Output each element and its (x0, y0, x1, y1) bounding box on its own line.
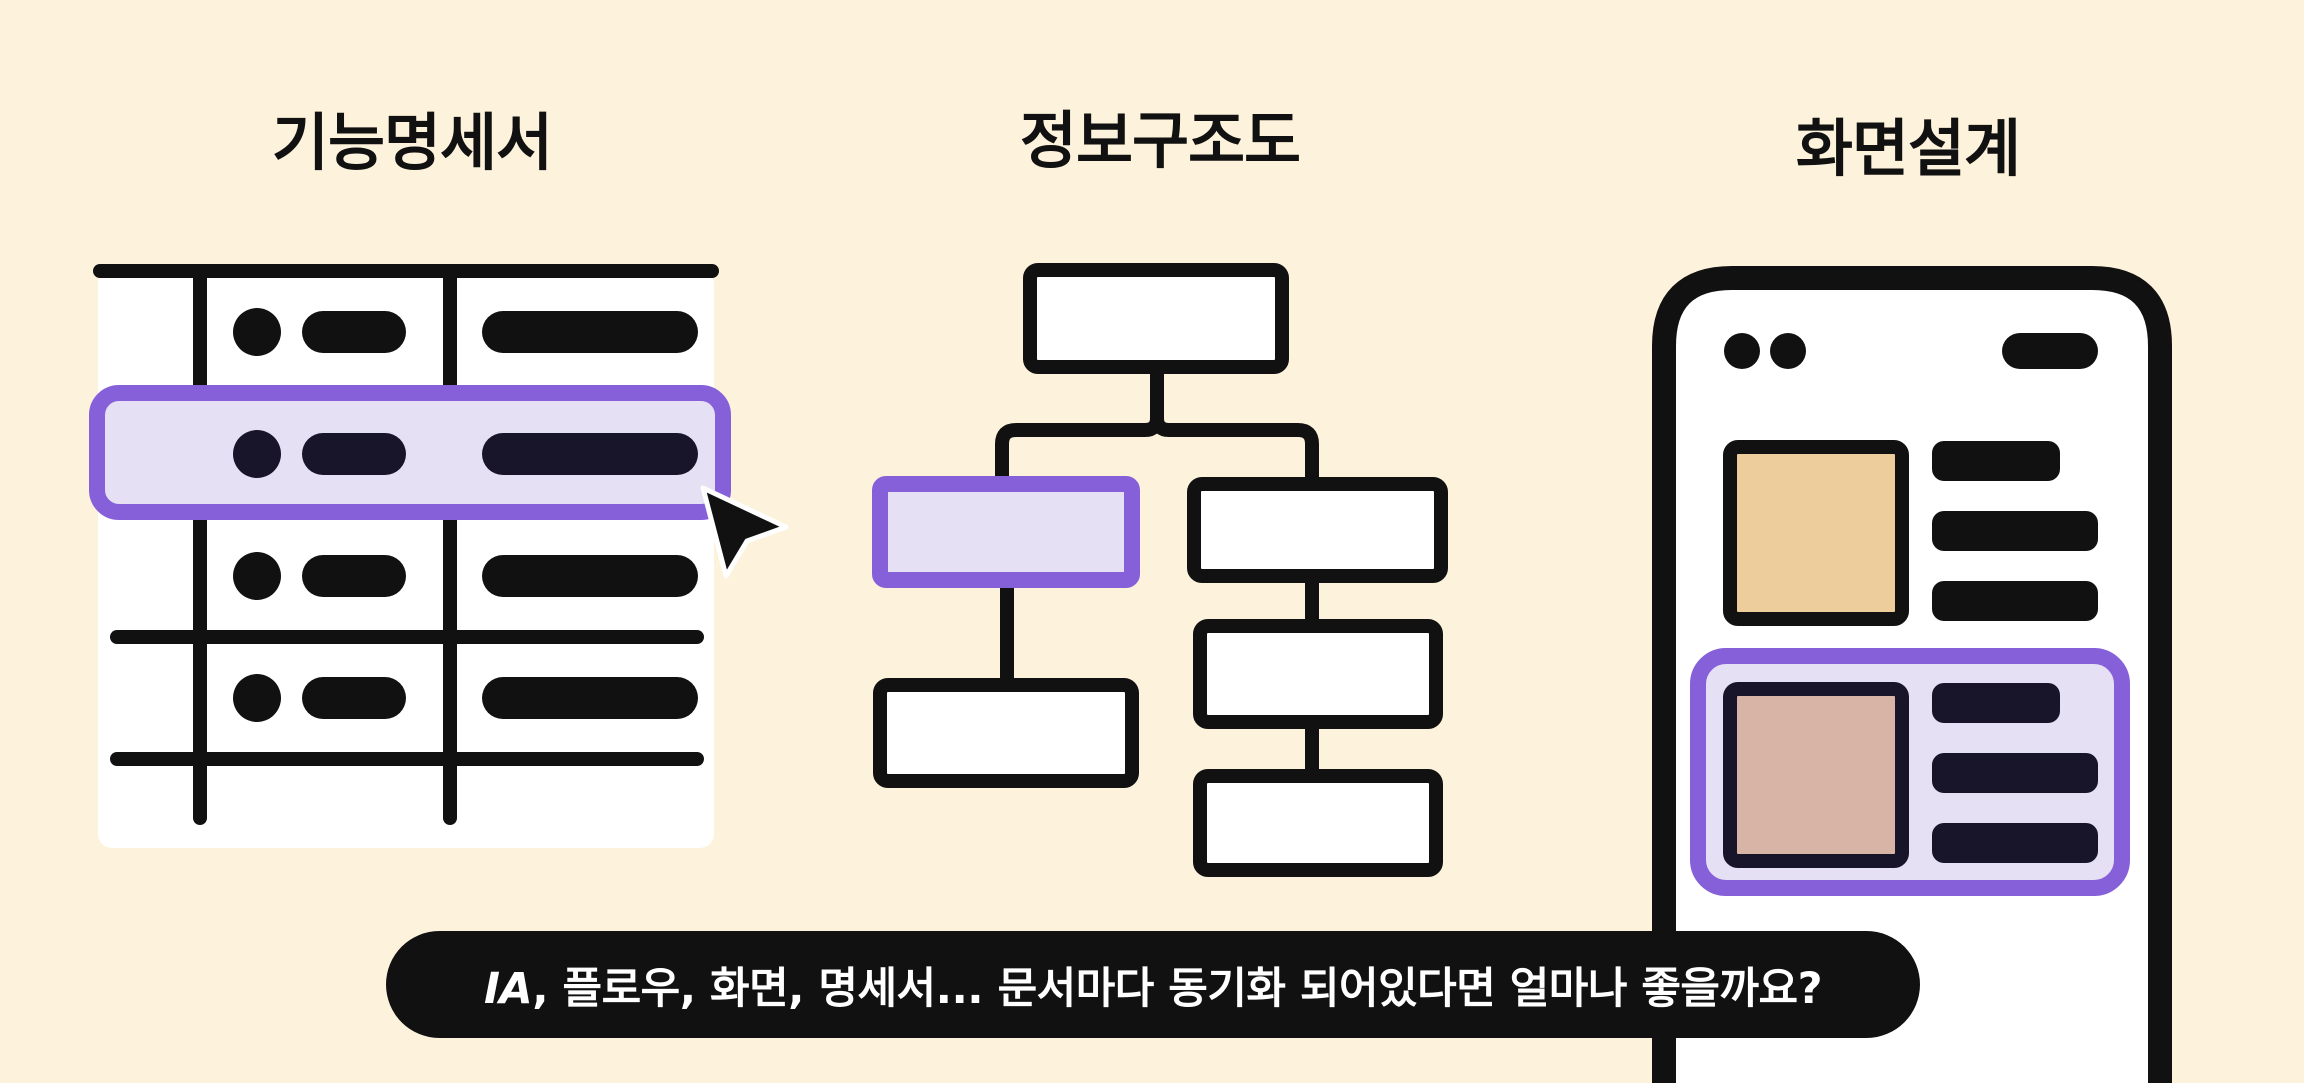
sheet-row (233, 430, 698, 478)
sitemap-icon (872, 263, 1448, 877)
sitemap-node (1187, 477, 1448, 583)
sheet-highlight-row (89, 385, 731, 520)
phone-dot (1724, 333, 1760, 369)
spec-title: 기능명세서 (271, 106, 553, 179)
phone-wireframe-icon (1652, 266, 2172, 1083)
sitemap-node-root (1023, 263, 1289, 374)
caption-banner: IA, 플로우, 화면, 명세서... 문서마다 동기화 되어있다면 얼마나 좋… (386, 931, 1920, 1038)
sheet-row (233, 674, 698, 722)
screen-title: 화면설계 (1795, 112, 2021, 185)
card-text-line (1932, 683, 2060, 723)
card-text-line (1932, 753, 2098, 793)
card-text-line (1932, 823, 2098, 863)
card-thumbnail (1723, 440, 1909, 626)
sitemap-node (1193, 619, 1443, 729)
sitemap-node (873, 678, 1139, 788)
caption-lead: IA (483, 963, 533, 1014)
phone-dot (1770, 333, 1806, 369)
card-thumbnail (1723, 682, 1909, 868)
sheet-row (233, 552, 698, 600)
card-text-line (1932, 511, 2098, 551)
caption-rest: , 플로우, 화면, 명세서... 문서마다 동기화 되어있다면 얼마나 좋을까… (532, 963, 1823, 1014)
sitemap-node (1193, 769, 1443, 877)
phone-status-pill (2002, 333, 2098, 369)
ia-title: 정보구조도 (1019, 104, 1301, 177)
caption-text: IA, 플로우, 화면, 명세서... 문서마다 동기화 되어있다면 얼마나 좋… (483, 954, 1823, 1016)
sheet-row (233, 308, 698, 356)
sitemap-node-highlight (872, 476, 1140, 588)
card-text-line (1932, 441, 2060, 481)
cursor-arrow-icon (700, 485, 789, 579)
sitemap-connector (995, 367, 1164, 482)
sitemap-connector (1150, 417, 1319, 482)
spreadsheet-icon (89, 264, 789, 848)
card-text-line (1932, 581, 2098, 621)
